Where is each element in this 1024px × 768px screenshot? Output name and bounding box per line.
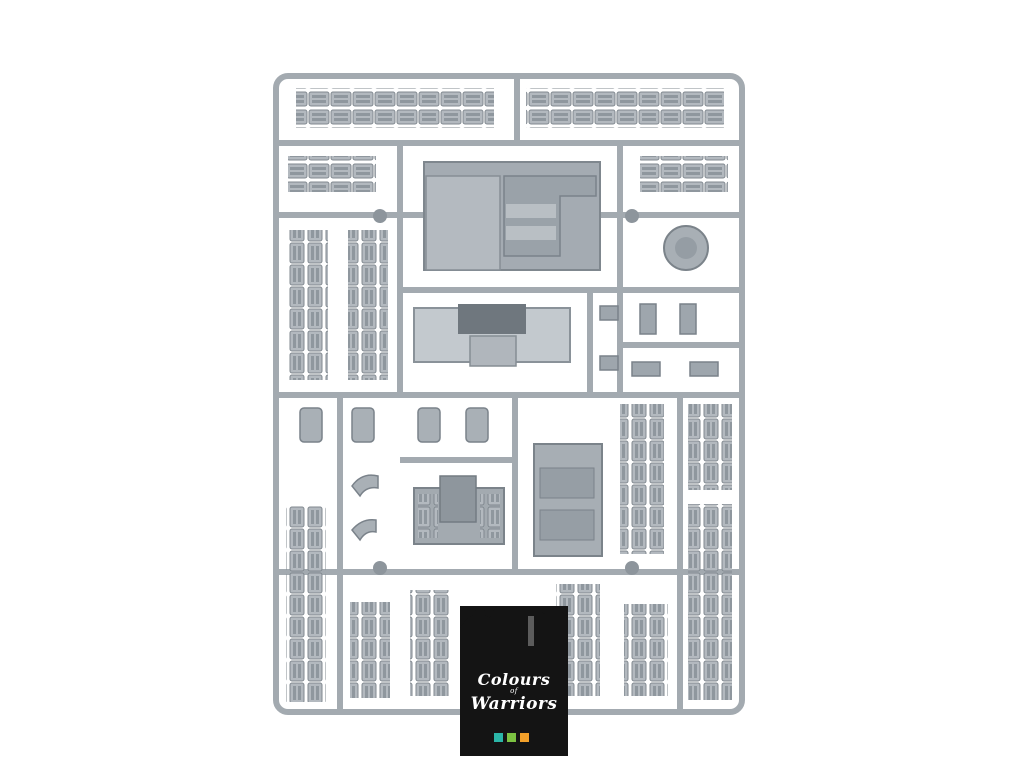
round-hatch [663, 225, 709, 271]
exhaust-parts [299, 407, 489, 542]
teal-dot [494, 733, 503, 742]
paint-splatter-icon [460, 606, 568, 658]
rear-panel [533, 443, 603, 557]
engine-block [413, 475, 505, 545]
sprue-gates [373, 209, 639, 575]
green-dot [507, 733, 516, 742]
watermark-word-1: Colours [477, 670, 551, 689]
hull-plate [423, 161, 601, 271]
watermark-word-2: of [510, 687, 518, 695]
track-links-left [286, 230, 450, 702]
orange-dot [520, 733, 529, 742]
watermark-word-3: Warriors [470, 694, 558, 714]
watermark-color-dots [494, 733, 529, 742]
watermark-logo: Colours of Warriors [460, 606, 568, 756]
track-links-right [556, 404, 732, 700]
track-links-top [288, 88, 728, 192]
small-parts [599, 303, 719, 377]
front-plate [413, 304, 571, 367]
